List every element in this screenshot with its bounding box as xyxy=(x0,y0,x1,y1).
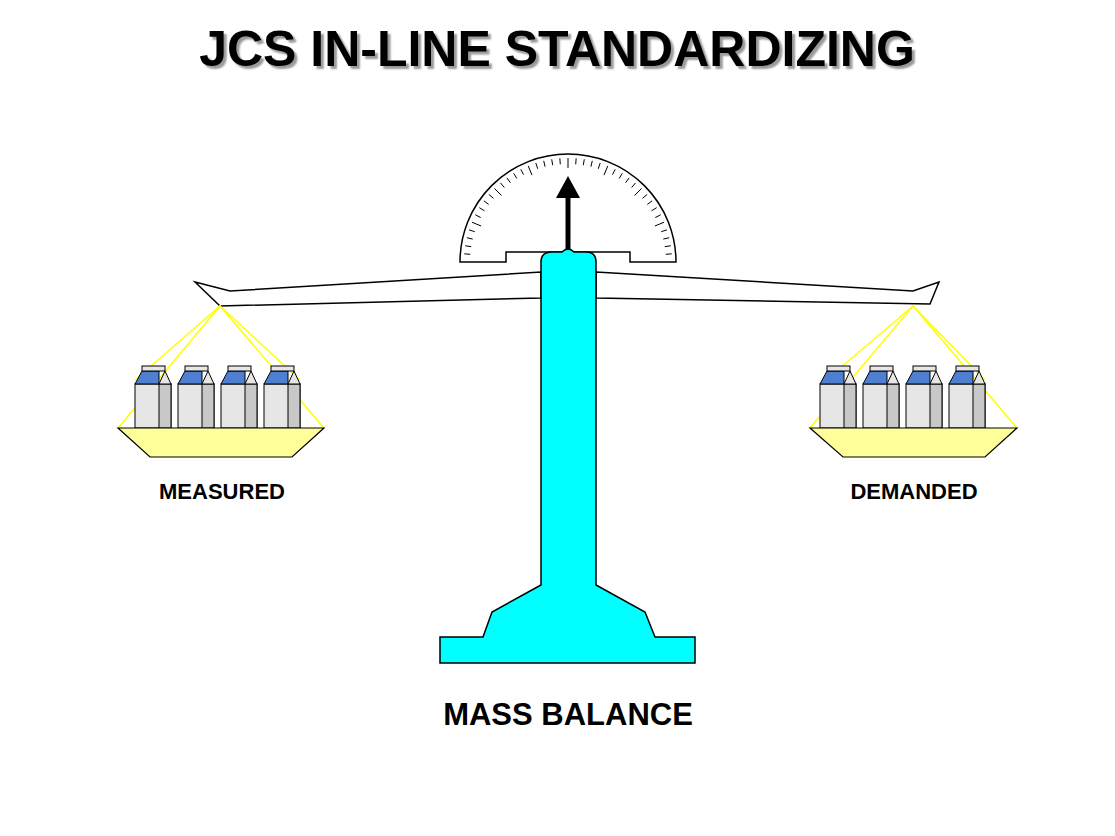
gauge-tick xyxy=(655,222,664,226)
gauge-tick xyxy=(475,215,480,218)
gauge-tick xyxy=(643,194,648,198)
gauge-dial xyxy=(460,154,676,262)
gauge-tick xyxy=(619,173,622,178)
gauge-tick xyxy=(521,169,524,174)
gauge-tick xyxy=(591,161,592,167)
gauge-tick xyxy=(536,163,538,169)
gauge-tick xyxy=(507,178,511,183)
gauge-tick xyxy=(465,245,471,247)
gauge-tick xyxy=(500,183,504,188)
gauge-tick xyxy=(464,253,470,254)
gauge-tick xyxy=(663,238,669,239)
gauge-tick xyxy=(472,222,481,226)
gauge-tick xyxy=(489,194,494,198)
pan-label: DEMANDED xyxy=(850,480,977,504)
gauge-tick xyxy=(544,161,545,167)
gauge-tick xyxy=(632,183,636,188)
gauge-tick xyxy=(634,188,641,195)
pan-strings xyxy=(118,306,1017,428)
milk-carton xyxy=(820,366,856,428)
scale-pillar xyxy=(440,249,695,663)
page-title: JCS IN-LINE STANDARDIZING xyxy=(199,22,915,77)
milk-carton xyxy=(906,366,942,428)
gauge-tick xyxy=(655,215,660,218)
gauge-tick xyxy=(661,230,667,232)
milk-carton xyxy=(221,366,257,428)
gauge-tick xyxy=(467,238,473,239)
gauge-tick xyxy=(666,253,672,254)
milk-carton xyxy=(949,366,985,428)
right-pan xyxy=(810,428,1017,457)
gauge-tick xyxy=(652,208,657,211)
gauge-tick xyxy=(514,173,517,178)
diagram-caption-label: MASS BALANCE xyxy=(443,698,693,732)
gauge-tick xyxy=(528,166,532,175)
gauge-tick xyxy=(551,159,553,165)
milk-carton xyxy=(135,366,171,428)
gauge-tick xyxy=(583,159,585,165)
gauge-tick xyxy=(604,166,608,175)
gauge-tick xyxy=(598,163,600,169)
milk-carton xyxy=(264,366,300,428)
gauge-tick xyxy=(626,178,630,183)
gauge-tick xyxy=(575,158,576,164)
left-pan xyxy=(118,428,324,457)
gauge-tick xyxy=(612,169,615,174)
gauge-tick xyxy=(479,208,484,211)
gauge-tick xyxy=(559,158,560,164)
milk-carton xyxy=(863,366,899,428)
gauge-tick xyxy=(568,158,569,168)
milk-carton xyxy=(178,366,214,428)
gauge-tick xyxy=(484,201,489,205)
pan-label: MEASURED xyxy=(159,480,285,504)
gauge-tick xyxy=(494,188,501,195)
gauge-tick xyxy=(469,230,475,232)
gauge-tick xyxy=(647,201,652,205)
gauge-tick xyxy=(665,245,671,247)
